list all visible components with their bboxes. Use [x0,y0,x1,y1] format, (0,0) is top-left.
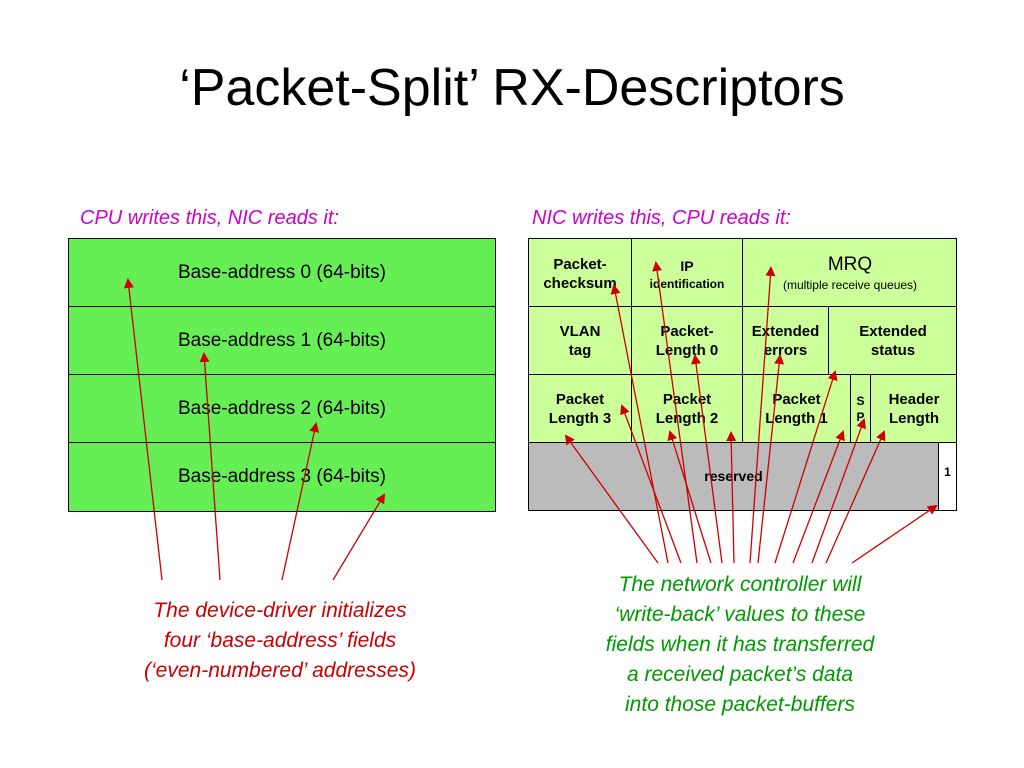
arrow-reserved [825,430,886,564]
arrow-mrq [749,266,776,564]
field-line: status [870,341,916,359]
page-title: ‘Packet-Split’ RX-Descriptors [179,59,845,117]
note-line: fields when it has transferred [605,633,875,656]
descriptor-done-bit: 1 [939,443,956,510]
field-line: Extended [751,322,820,340]
field-line: identification [649,277,725,291]
field-line: Length 1 [765,409,828,427]
nic-descriptor: Packet- checksum IP identification MRQ (… [528,238,957,511]
arrow-base-address-2 [281,422,320,581]
note-line: a received packet’s data [626,663,854,686]
field-line: checksum [543,275,617,292]
arrow-base-address-1 [199,352,221,581]
arrow-header-length [811,418,866,564]
field-line: Packet [555,390,605,408]
reserved-field: reserved [529,443,939,510]
arrow-packet-length-0 [691,354,723,564]
field-line: Packet- [660,322,714,340]
field-line: Packet- [553,256,607,273]
right-note: The network controller will ‘write-back’… [540,570,940,720]
field-line: VLAN [559,322,601,340]
note-line: The device-driver initializes [153,599,407,622]
base-address-1: Base-address 1 (64-bits) [69,307,495,375]
arrow-vlan-tag [620,404,682,564]
extended-status-field: Extended status [829,307,957,375]
base-address-0: Base-address 0 (64-bits) [69,239,495,307]
right-caption: NIC writes this, CPU reads it: [532,207,791,229]
vlan-tag-field: VLAN tag [529,307,632,375]
field-line: Length 3 [548,409,612,427]
field-line: P [856,409,865,424]
field-line: tag [568,341,592,359]
field-line: Length [889,409,939,427]
left-caption: CPU writes this, NIC reads it: [80,207,339,229]
arrow-split-packet [792,430,845,564]
arrow-packet-length-3 [564,434,659,564]
packet-length-3-field: Packet Length 3 [529,375,632,443]
field-line: Packet [772,390,821,408]
arrow-extended-errors [757,354,785,564]
arrow-base-address-0 [123,278,163,581]
field-line: 1 [944,465,951,479]
arrow-ip-identification [652,261,698,564]
arrow-descriptor-done [851,504,938,564]
split-packet-field: S P [851,375,871,443]
base-address-3: Base-address 3 (64-bits) [177,466,387,487]
field-line: reserved [704,468,763,484]
packet-length-1-field: Packet Length 1 [743,375,851,443]
packet-checksum-field: Packet- checksum [529,239,632,307]
arrow-packet-length-1 [726,431,737,564]
field-line: Extended [859,322,927,340]
field-line: S [856,393,865,408]
field-line: Length 0 [655,341,719,359]
arrow-packet-length-2 [667,430,712,564]
field-line: IP [680,258,694,274]
field-line: Header [888,390,940,408]
ip-identification-field: IP identification [632,239,743,307]
note-line: four ‘base-address’ fields [163,629,397,652]
arrow-extended-status [774,370,838,564]
header-length-field: Header Length [871,375,957,443]
note-line: ‘write-back’ values to these [614,603,866,626]
note-line: The network controller will [618,573,862,596]
left-note: The device-driver initializes four ‘base… [60,596,500,686]
arrow-base-address-3 [332,493,386,581]
note-line: (‘even-numbered’ addresses) [144,659,416,682]
arrow-packet-checksum [610,284,669,564]
note-line: into those packet-buffers [625,693,855,716]
field-line: (multiple receive queues) [782,278,918,292]
packet-length-0-field: Packet- Length 0 [632,307,743,375]
base-address-2: Base-address 2 (64-bits) [69,375,495,443]
field-line: MRQ [827,254,873,275]
mrq-field: MRQ (multiple receive queues) [743,239,957,307]
